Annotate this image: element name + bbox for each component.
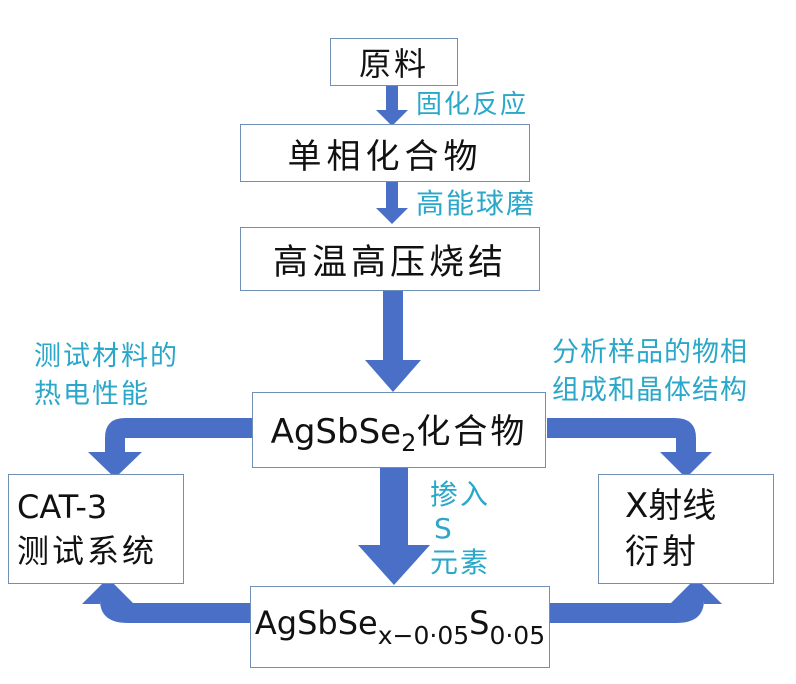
node-xrd: X射线 衍射 xyxy=(598,474,774,584)
node-cat3-line1: CAT-3 xyxy=(17,488,108,526)
node-compound-text: AgSbSe2化合物 xyxy=(271,404,528,457)
arrow-compound-to-xrd xyxy=(547,418,712,478)
label-solid-reaction: 固化反应 xyxy=(416,90,529,120)
label-test-line2: 热电性能 xyxy=(34,379,150,410)
node-cat3-line2: 测试系统 xyxy=(17,532,158,570)
label-dope-line1: 掺入 xyxy=(430,478,491,511)
node-sintering: 高温高压烧结 xyxy=(240,227,540,291)
label-ball-milling: 高能球磨 xyxy=(416,187,537,220)
doped-subscript-2: 0·05 xyxy=(489,621,546,650)
node-raw-material: 原料 xyxy=(330,38,458,86)
arrow-sinter-to-compound xyxy=(365,291,421,392)
label-test-performance: 测试材料的 热电性能 xyxy=(34,338,179,414)
arrow-raw-to-single xyxy=(376,84,408,126)
label-dope-sulfur: 掺入 S 元素 xyxy=(430,478,490,580)
doped-sulfur: S xyxy=(469,604,490,642)
node-doped-text: AgSbSex−0·05S0·05 xyxy=(255,604,545,650)
node-doped-compound: AgSbSex−0·05S0·05 xyxy=(250,586,550,668)
compound-subscript: 2 xyxy=(401,428,417,457)
arrow-doped-to-cat3 xyxy=(82,578,252,623)
compound-formula: AgSbSe xyxy=(270,411,402,452)
label-dope-line2: S xyxy=(434,512,454,545)
arrow-compound-to-doped xyxy=(358,468,430,585)
arrow-compound-to-cat3 xyxy=(88,418,253,478)
node-xrd-line2: 衍射 xyxy=(625,532,699,572)
node-sintering-text: 高温高压烧结 xyxy=(272,242,507,283)
label-dope-line3: 元素 xyxy=(430,546,491,579)
node-compound: AgSbSe2化合物 xyxy=(252,392,546,468)
compound-suffix: 化合物 xyxy=(416,411,528,452)
node-cat3: CAT-3 测试系统 xyxy=(8,474,184,584)
doped-subscript-1: x−0·05 xyxy=(377,621,470,650)
node-xrd-line1: X射线 xyxy=(625,486,717,526)
label-analyze-structure: 分析样品的物相 组成和晶体结构 xyxy=(552,334,748,410)
node-single-phase-text: 单相化合物 xyxy=(287,136,483,177)
arrow-doped-to-xrd xyxy=(550,578,722,623)
label-analyze-line2: 组成和晶体结构 xyxy=(552,375,748,406)
arrow-single-to-sinter xyxy=(376,182,408,224)
doped-formula: AgSbSe xyxy=(254,604,378,642)
node-raw-material-text: 原料 xyxy=(358,45,429,83)
node-single-phase: 单相化合物 xyxy=(240,124,530,182)
label-test-line1: 测试材料的 xyxy=(34,341,179,372)
label-analyze-line1: 分析样品的物相 xyxy=(552,337,748,368)
